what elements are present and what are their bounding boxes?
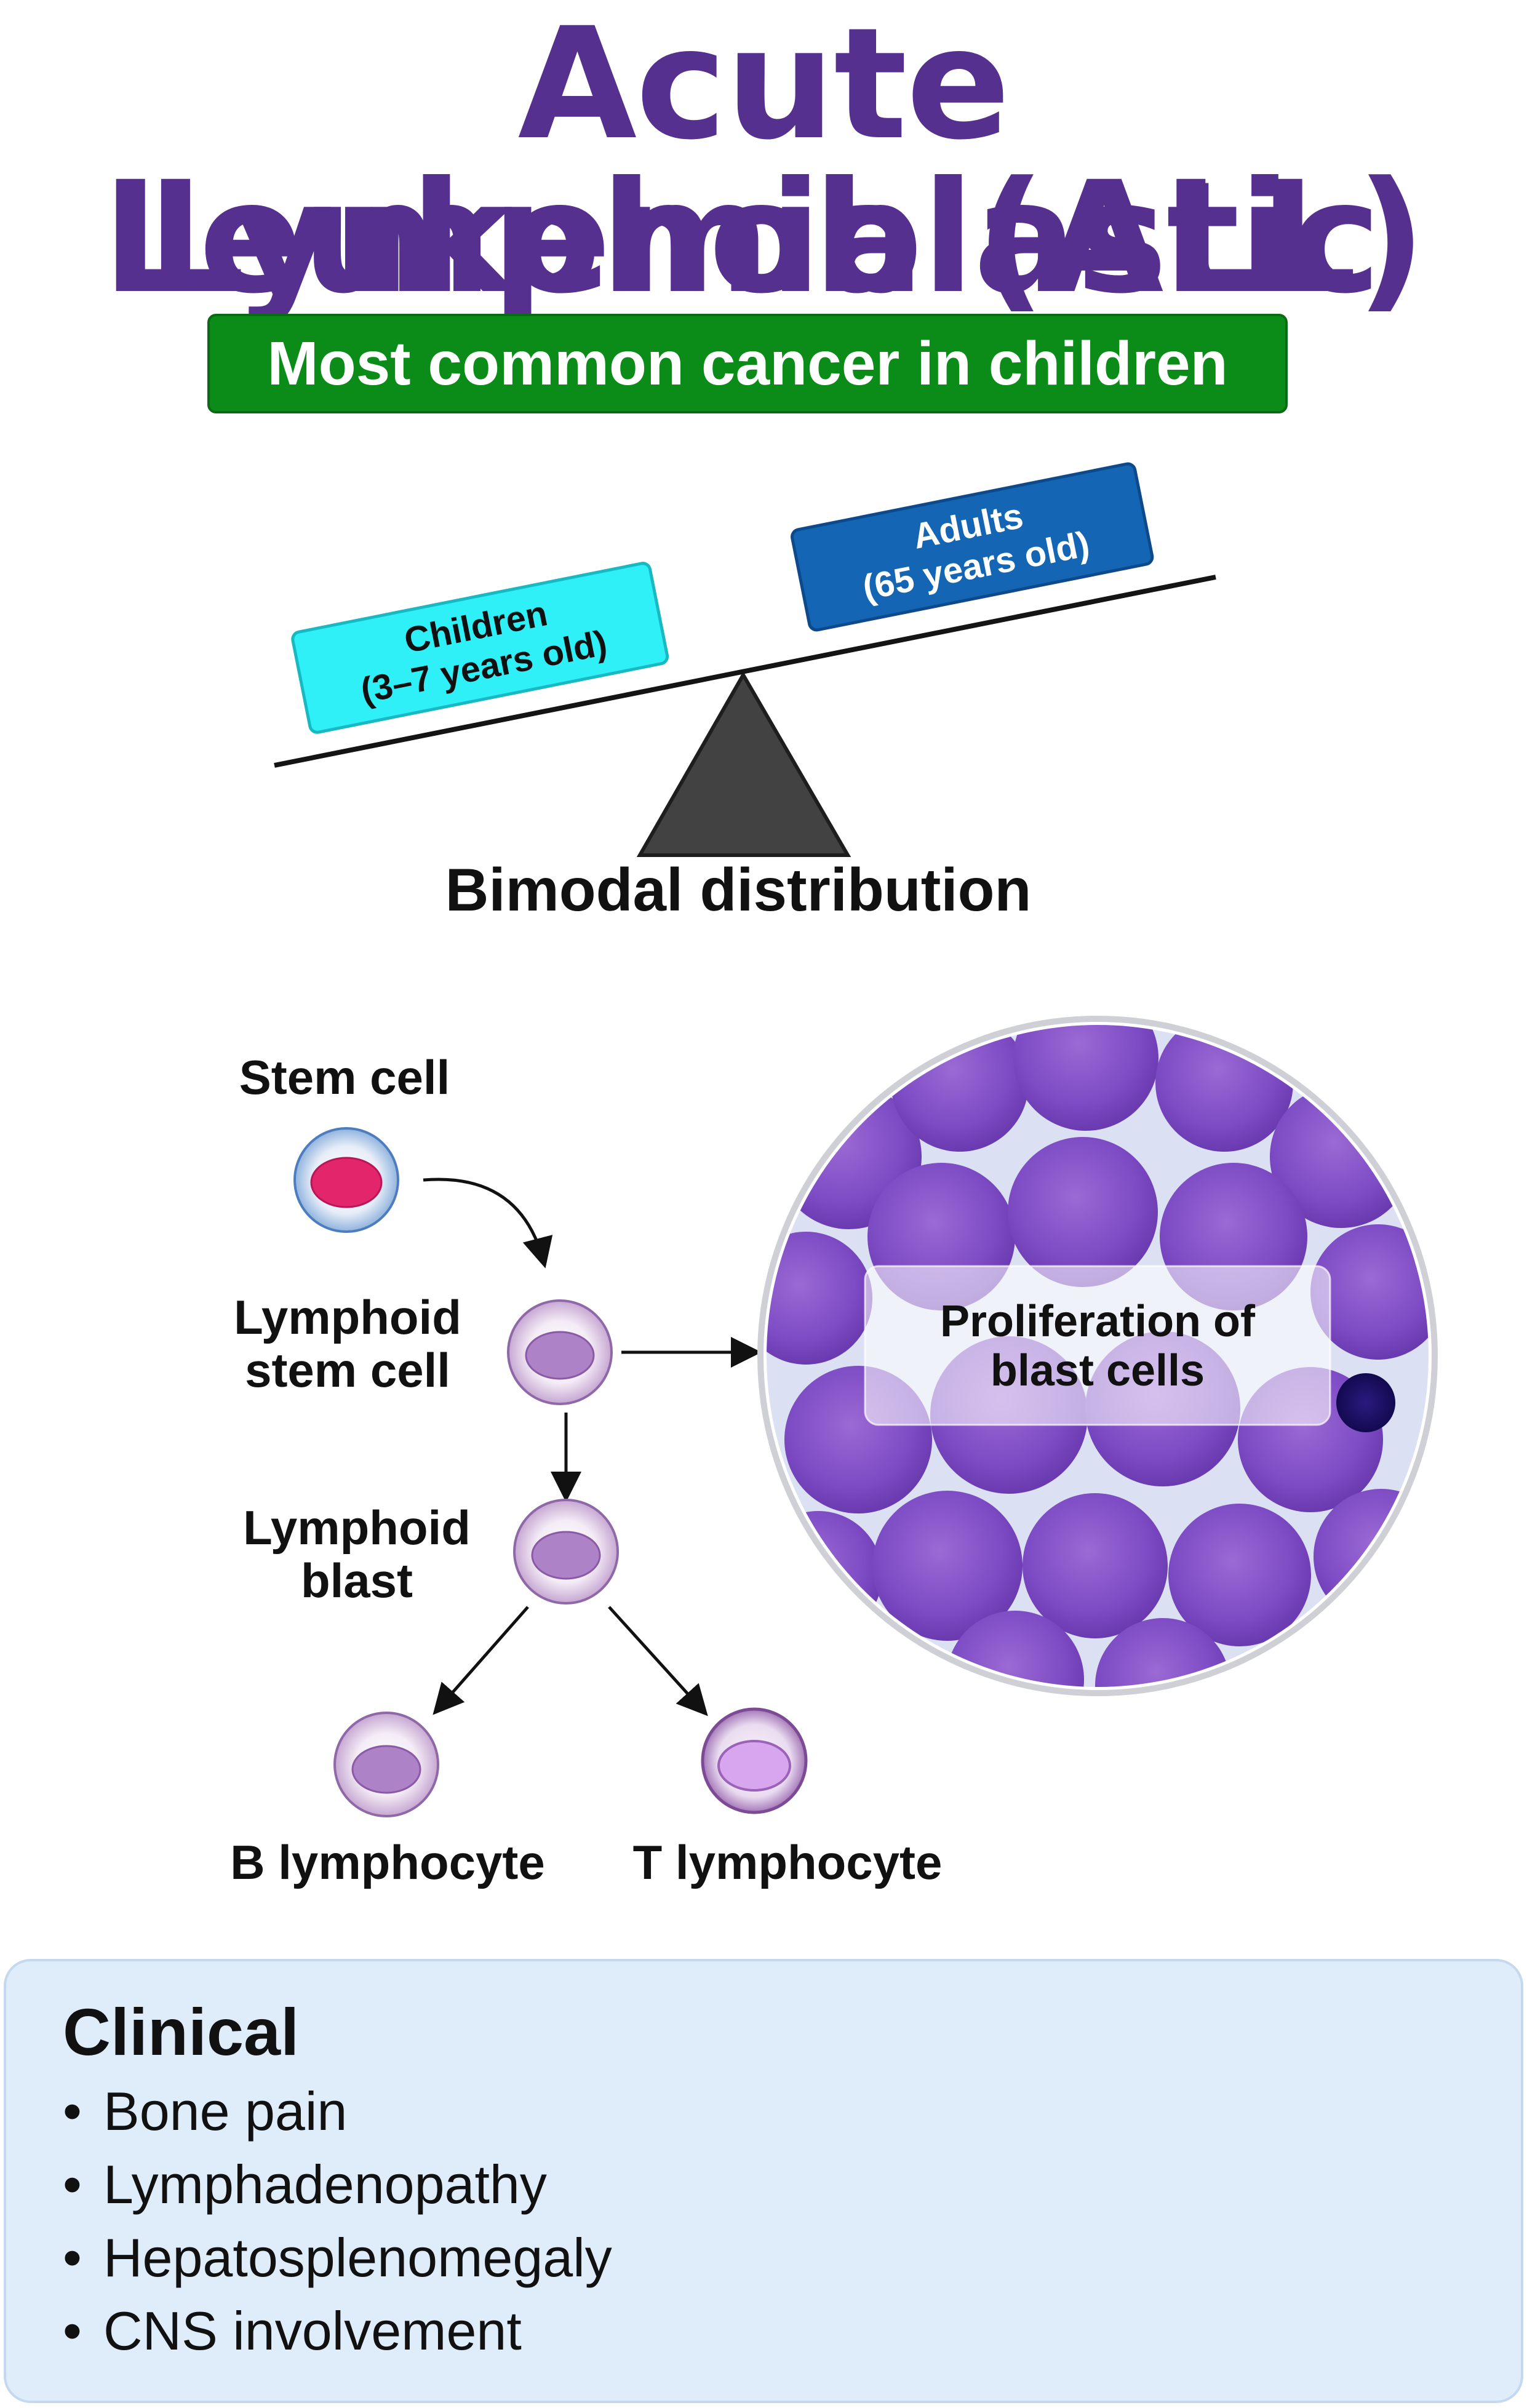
- t-lymphocyte-icon: [701, 1707, 808, 1814]
- stem-cell-label: Stem cell: [239, 1050, 450, 1104]
- micrograph-label-line2: blast cells: [991, 1346, 1205, 1395]
- lymphoid-blast-label-line2: blast: [300, 1553, 413, 1608]
- lineage-diagram: Proliferation of blast cells: [293, 1016, 1438, 1817]
- lymphoid-stem-cell-label-line2: stem cell: [245, 1343, 450, 1397]
- micrograph-label-line1: Proliferation of: [940, 1297, 1256, 1346]
- arrow-blast-to-b: [433, 1606, 529, 1715]
- adults-box: Adults (65 years old): [791, 462, 1154, 632]
- clinical-item: • Lymphadenopathy: [63, 2148, 612, 2221]
- lymphoid-blast-label: Lymphoid blast: [172, 1501, 541, 1607]
- bimodal-distribution-label: Bimodal distribution: [445, 856, 1032, 923]
- seesaw-beam: [274, 575, 1216, 768]
- bullet-icon: •: [63, 2227, 82, 2288]
- bullet-icon: •: [63, 2081, 82, 2142]
- b-lymphocyte-icon: [333, 1712, 439, 1817]
- banner-text: Most common cancer in children: [267, 329, 1228, 398]
- bullet-icon: •: [63, 2300, 82, 2361]
- stem-cell-icon: [293, 1127, 399, 1233]
- t-lymphocyte-label: T lymphocyte: [632, 1835, 943, 1889]
- clinical-item-text: Bone pain: [103, 2081, 348, 2142]
- clinical-list: • Bone pain • Lymphadenopathy • Hepatosplen…: [63, 2075, 612, 2367]
- micrograph-label-box: [864, 1265, 1331, 1426]
- children-box: Children (3–7 years old): [291, 562, 669, 734]
- lymphoid-stem-cell-icon: [507, 1299, 613, 1405]
- banner: Most common cancer in children: [207, 314, 1288, 413]
- lymphoid-stem-cell-label-line1: Lymphoid: [234, 1290, 461, 1344]
- clinical-item: • Hepatosplenomegaly: [63, 2221, 612, 2294]
- clinical-item: • CNS involvement: [63, 2294, 612, 2367]
- clinical-item-text: Lymphadenopathy: [103, 2154, 547, 2215]
- arrow-stem-to-lymphoid: [423, 1178, 553, 1269]
- clinical-item-text: CNS involvement: [103, 2300, 522, 2361]
- clinical-item: • Bone pain: [63, 2075, 612, 2148]
- clinical-panel: Clinical • Bone pain • Lymphadenopathy • He…: [4, 1959, 1523, 2403]
- clinical-item-text: Hepatosplenomegaly: [103, 2227, 612, 2288]
- lymphoid-blast-icon: [513, 1499, 619, 1605]
- b-lymphocyte-label: B lymphocyte: [230, 1835, 545, 1889]
- lymphoid-blast-label-line1: Lymphoid: [243, 1501, 471, 1555]
- arrow-blast-to-t: [608, 1606, 708, 1716]
- title-line-1: Acute Lymphoblastic: [146, 0, 1381, 327]
- title-line-2: Leukemia (ALL): [102, 148, 1426, 327]
- clinical-heading: Clinical: [63, 1995, 300, 2069]
- lymphoid-stem-cell-label: Lymphoid stem cell: [160, 1291, 535, 1397]
- fulcrum-triangle: [636, 671, 851, 857]
- seesaw-diagram: Children (3–7 years old) Adults (65 year…: [274, 462, 1216, 857]
- blast-cells-micrograph: Proliferation of blast cells: [757, 1016, 1438, 1696]
- bullet-icon: •: [63, 2154, 82, 2215]
